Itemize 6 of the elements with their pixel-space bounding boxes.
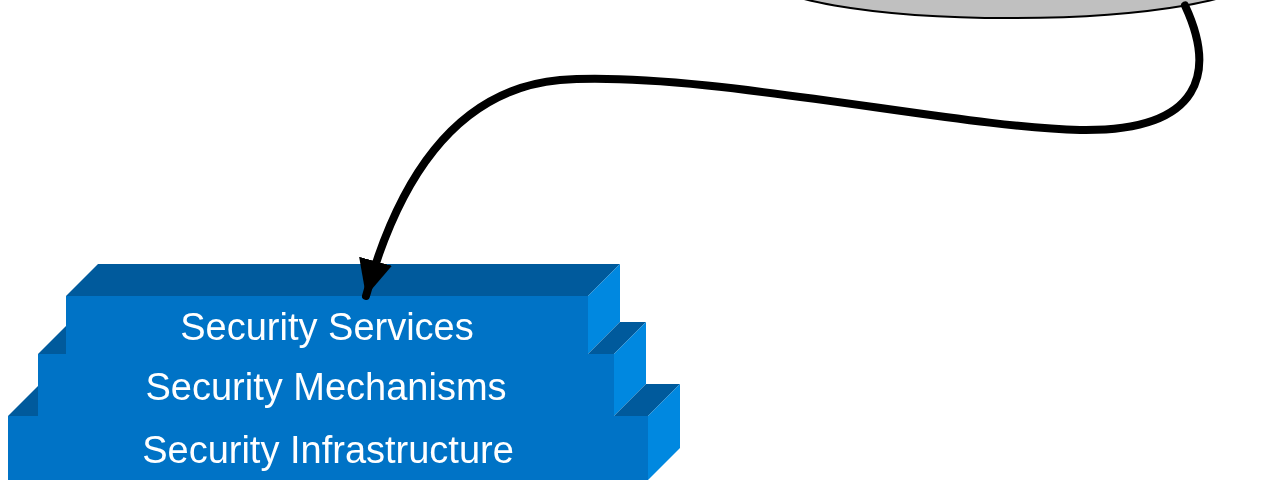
layer-label: Security Services [179,308,475,346]
layer-bar [66,296,588,354]
curved-arrow [359,1,1203,300]
layer-bar [8,416,648,480]
layer-label: Security Infrastructure [141,431,515,469]
layer-label: Security Mechanisms [144,368,508,406]
